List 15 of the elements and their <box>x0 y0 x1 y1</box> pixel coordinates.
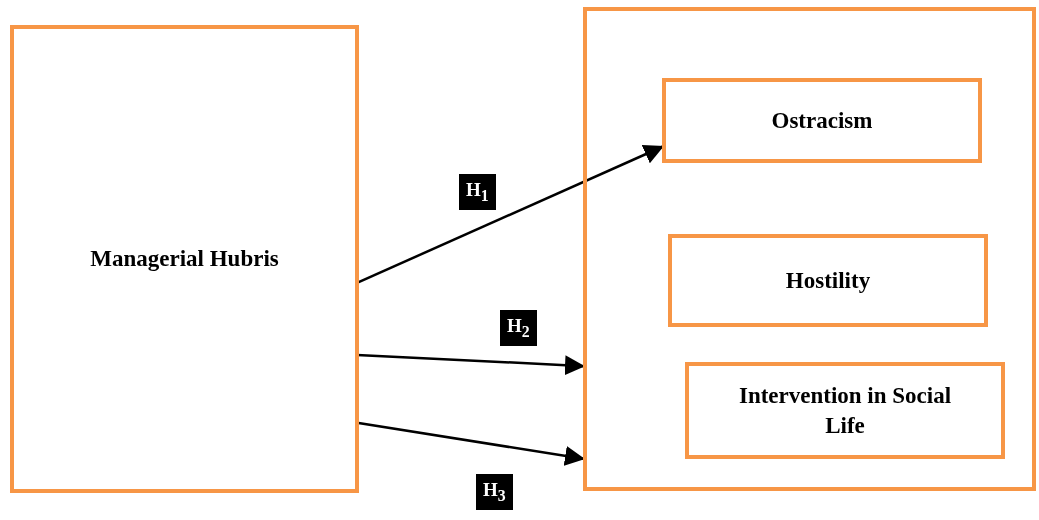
node-label: Ostracism <box>771 106 873 135</box>
node-label: Hostility <box>785 266 871 295</box>
construct-box <box>10 25 359 493</box>
construct-box <box>662 78 982 163</box>
edge-label: H$_{3}$ <box>476 474 513 511</box>
arrow <box>356 144 665 284</box>
group-box <box>583 7 1036 491</box>
node-label: Managerial Hubris <box>90 245 279 274</box>
construct-box <box>668 234 988 327</box>
node-label: Intervention in Social Life <box>737 381 953 440</box>
edge-label: H$_{2}$ <box>500 310 537 347</box>
edge-label: H$_{1}$ <box>459 174 496 211</box>
arrow <box>356 353 586 376</box>
construct-box <box>685 362 1005 459</box>
arrow <box>356 421 586 466</box>
